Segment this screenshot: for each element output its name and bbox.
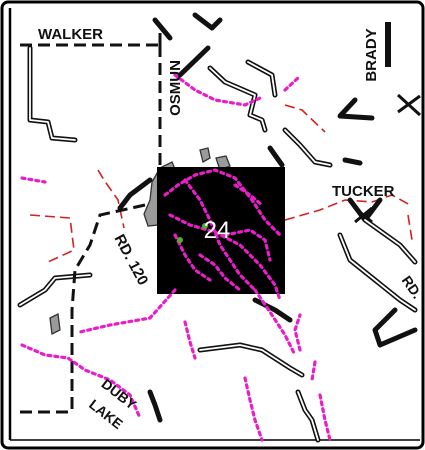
label-walker: WALKER (38, 26, 103, 43)
trail-marker-east (202, 223, 208, 229)
road-lines-inner (19, 47, 416, 441)
brady-bar (385, 22, 391, 67)
creek-lines (29, 104, 413, 263)
label-osmun: OSMUN (167, 60, 184, 116)
label-tucker: TUCKER (332, 183, 395, 200)
section-number-label: 24 (204, 217, 231, 244)
trail-marker-west (177, 237, 183, 243)
trail-lines (20, 73, 332, 442)
boundary-lines (20, 30, 162, 414)
brady-x-mark (396, 93, 422, 117)
tucker-x-mark (354, 206, 373, 224)
label-brady: BRADY (363, 28, 380, 81)
